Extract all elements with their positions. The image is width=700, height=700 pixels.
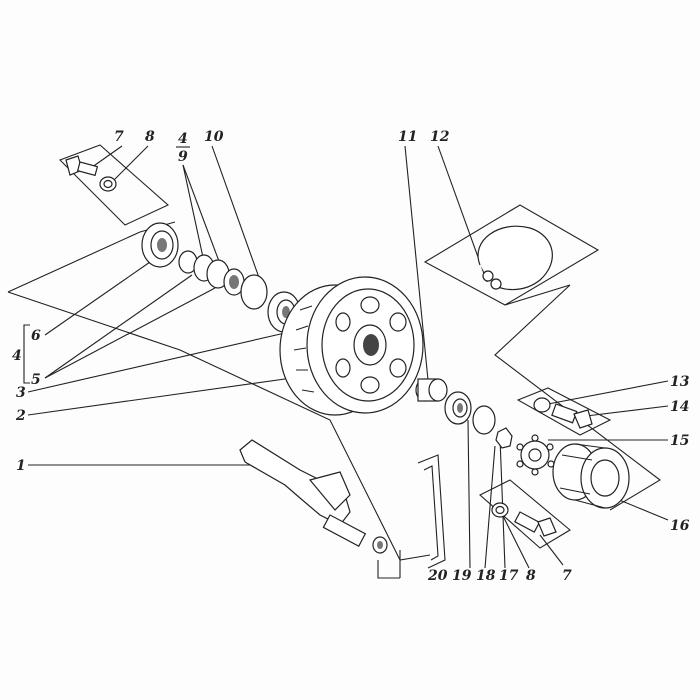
label-20: 20 xyxy=(427,568,448,584)
label-1: 1 xyxy=(16,458,26,474)
drum-wheel-2 xyxy=(279,276,424,416)
ring-18 xyxy=(472,405,496,435)
label-19: 19 xyxy=(452,568,472,584)
label-6: 6 xyxy=(31,328,41,344)
cage-16 xyxy=(552,443,630,509)
label-9: 9 xyxy=(178,149,188,165)
label-7-top: 7 xyxy=(114,129,124,145)
bearing-19 xyxy=(444,391,472,425)
bolt-7-top xyxy=(65,155,99,177)
label-17: 17 xyxy=(499,568,519,584)
label-11: 11 xyxy=(398,129,417,145)
sprocket-15 xyxy=(516,434,555,476)
nut-17 xyxy=(495,427,513,449)
label-16: 16 xyxy=(670,518,690,534)
snap-ring-10 xyxy=(240,274,268,310)
parts xyxy=(65,155,630,554)
label-8-top: 8 xyxy=(145,129,155,145)
label-18: 18 xyxy=(476,568,496,584)
part-number-labels: 1 2 3 4 5 6 7 8 4 9 10 11 12 13 14 15 16… xyxy=(12,129,690,584)
circlip-12 xyxy=(477,225,553,291)
label-4: 4 xyxy=(12,348,22,364)
label-13: 13 xyxy=(670,374,690,390)
bolt-7-bottom xyxy=(514,511,557,537)
label-5: 5 xyxy=(31,372,41,388)
label-15: 15 xyxy=(670,433,689,449)
bolt-14 xyxy=(551,403,593,429)
label-3: 3 xyxy=(16,385,26,401)
label-14: 14 xyxy=(670,399,689,415)
shaft-1 xyxy=(239,439,388,554)
washer-13 xyxy=(533,397,551,413)
bushing-11 xyxy=(415,378,448,402)
label-10: 10 xyxy=(204,129,224,145)
label-2: 2 xyxy=(15,408,26,424)
seal-housing-6 xyxy=(141,222,179,268)
label-8-bottom: 8 xyxy=(526,568,536,584)
label-7-bottom: 7 xyxy=(562,568,572,584)
label-12: 12 xyxy=(430,129,450,145)
label-4-fraction: 4 xyxy=(178,131,188,147)
